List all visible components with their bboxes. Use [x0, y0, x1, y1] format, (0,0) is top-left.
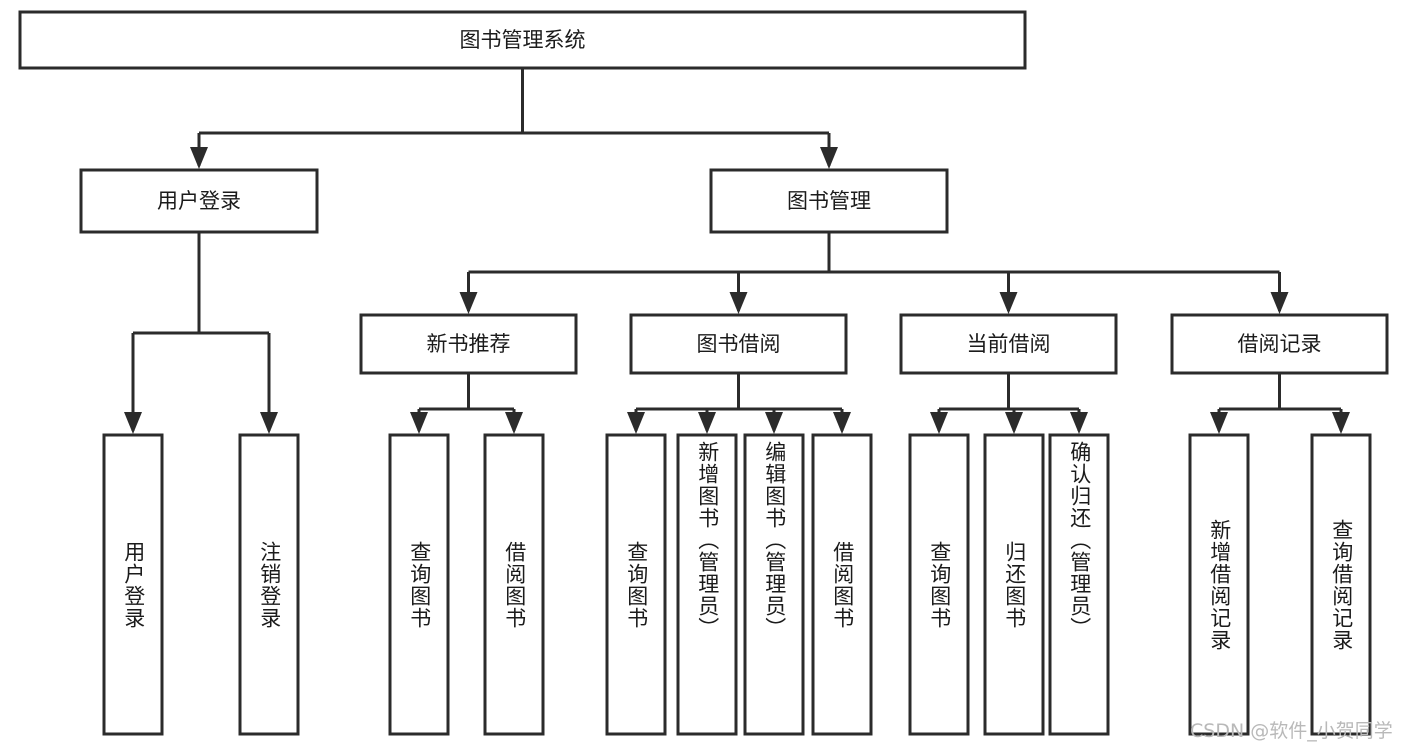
- arrow-head-icon: [1070, 412, 1088, 434]
- arrow-head-icon: [410, 412, 428, 434]
- arrow-head-icon: [820, 147, 838, 169]
- arrow-head-icon: [124, 412, 142, 434]
- node-leaf-query-book-2[interactable]: [605, 433, 667, 736]
- node-current-borrow[interactable]: [899, 313, 1118, 375]
- node-leaf-borrow-book-1[interactable]: [483, 433, 545, 736]
- arrow-head-icon: [1210, 412, 1228, 434]
- node-borrow-record[interactable]: [1170, 313, 1389, 375]
- arrow-head-icon: [1005, 412, 1023, 434]
- node-label-book-borrow: 图书借阅: [697, 332, 781, 356]
- arrow-head-icon: [505, 412, 523, 434]
- node-label-user-login: 用户登录: [157, 189, 241, 213]
- connectors-layer: [124, 68, 1350, 434]
- node-label-root: 图书管理系统: [460, 28, 586, 52]
- node-book-borrow[interactable]: [629, 313, 848, 375]
- node-leaf-user-login[interactable]: [102, 433, 164, 736]
- node-leaf-borrow-book-2[interactable]: [811, 433, 873, 736]
- node-label-current-borrow: 当前借阅: [967, 332, 1051, 356]
- node-leaf-query-book-3[interactable]: [908, 433, 970, 736]
- arrow-head-icon: [833, 412, 851, 434]
- node-label-book-manage: 图书管理: [787, 189, 871, 213]
- arrow-head-icon: [260, 412, 278, 434]
- node-leaf-add-book[interactable]: [676, 433, 738, 736]
- arrow-head-icon: [459, 292, 478, 314]
- arrow-head-icon: [930, 412, 948, 434]
- arrow-head-icon: [1270, 292, 1289, 314]
- arrow-head-icon: [190, 147, 208, 169]
- boxes-layer: [18, 10, 1389, 736]
- node-root-book-system[interactable]: [18, 10, 1027, 70]
- arrow-head-icon: [999, 292, 1018, 314]
- node-leaf-confirm-return[interactable]: [1048, 433, 1110, 736]
- node-book-manage[interactable]: [709, 168, 949, 234]
- node-leaf-query-book-1[interactable]: [388, 433, 450, 736]
- arrow-head-icon: [698, 412, 716, 434]
- arrow-head-icon: [765, 412, 783, 434]
- arrow-head-icon: [1332, 412, 1350, 434]
- node-leaf-edit-book[interactable]: [743, 433, 805, 736]
- arrow-head-icon: [627, 412, 645, 434]
- node-new-book-rec[interactable]: [359, 313, 578, 375]
- node-leaf-query-record[interactable]: [1310, 433, 1372, 736]
- node-user-login[interactable]: [79, 168, 319, 234]
- node-leaf-logout[interactable]: [238, 433, 300, 736]
- node-leaf-add-record[interactable]: [1188, 433, 1250, 736]
- node-label-borrow-record: 借阅记录: [1238, 332, 1322, 356]
- node-label-new-book-rec: 新书推荐: [427, 332, 511, 356]
- arrow-head-icon: [729, 292, 748, 314]
- node-leaf-return-book[interactable]: [983, 433, 1045, 736]
- csdn-watermark: CSDN @软件_小贺同学: [1190, 720, 1393, 742]
